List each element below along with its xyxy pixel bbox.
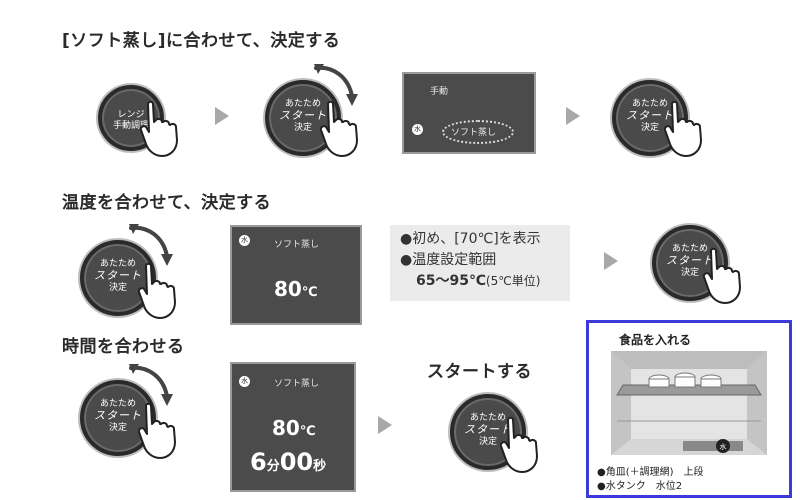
option-label: ソフト蒸し [451,128,497,138]
pressing-hand-icon [138,262,176,319]
pressing-hand-icon [703,247,741,304]
steam-icon: 水 [239,235,250,246]
display-panel-temperature: 水 ソフト蒸し 80℃ [230,225,362,325]
knob-middle-label: スタート [464,422,512,436]
knob-top-label: あたため [99,398,136,409]
knob-middle-label: スタート [626,108,674,122]
knob-top-label: あたため [284,98,321,109]
temperature-value: 80℃ [272,416,316,440]
pressing-hand-icon [500,416,538,473]
knob-middle-label: スタート [94,268,142,282]
knob-middle-label: スタート [94,408,142,422]
knob-bottom-label: 決定 [478,437,497,448]
food-placement-box: 食品を入れる 水 ●角皿(＋調理網) 上段 ●水タンク 水位2 [586,320,792,498]
step4-heading: スタートする [427,362,532,382]
knob-bottom-label: 決定 [640,123,659,134]
knob-top-label: あたため [671,243,708,254]
note-range-title: ●温度設定範囲 [400,252,497,268]
steam-icon: 水 [412,124,423,135]
arrow-right-icon [378,416,392,434]
knob-label-line2: 手動調理 [112,120,149,131]
step2-heading: 温度を合わせて、決定する [62,193,272,213]
time-value: 6分00秒 [250,448,327,476]
knob-top-label: あたため [631,98,668,109]
arrow-right-icon [604,252,618,270]
knob-bottom-label: 決定 [680,268,699,279]
food-title: 食品を入れる [619,333,692,347]
knob-middle-label: スタート [279,108,327,122]
temperature-value: 80℃ [274,277,318,301]
knob-middle-label: スタート [666,253,714,267]
step1-heading: [ソフト蒸し]に合わせて、決定する [62,31,341,51]
steam-icon: 水 [239,376,250,387]
temperature-notes: ●初め、[70℃]を表示 ●温度設定範囲 65〜95℃(5℃単位) [390,225,570,301]
step3-heading: 時間を合わせる [62,337,185,357]
arrow-right-icon [566,107,580,125]
selection-highlight [442,120,514,144]
rotate-arrow-icon [129,224,173,266]
note-range-value: 65〜95℃(5℃単位) [416,273,541,289]
food-note-tray: ●角皿(＋調理網) 上段 [597,467,704,478]
knob-label-line1: レンジ [117,109,145,120]
rotate-arrow-icon [314,64,358,106]
oven-interior-illustration: 水 [611,351,767,455]
rotate-arrow-icon [129,364,173,406]
svg-text:水: 水 [720,442,727,451]
pressing-hand-icon [664,100,702,157]
pressing-hand-icon [320,100,358,157]
panel-mode-label: ソフト蒸し [274,240,320,250]
pressing-hand-icon [138,402,176,459]
knob-top-label: あたため [469,412,506,423]
display-panel-mode: 手動 水 ソフト蒸し [402,72,536,154]
food-note-water: ●水タンク 水位2 [597,481,683,492]
time-dial[interactable]: あたため スタート 決定 [80,380,156,456]
display-panel-time: 水 ソフト蒸し 80℃ 6分00秒 [230,362,356,492]
note-initial: ●初め、[70℃]を表示 [400,231,541,247]
knob-top-label: あたため [99,258,136,269]
pressing-hand-icon [140,100,178,157]
knob-bottom-label: 決定 [293,123,312,134]
knob-bottom-label: 決定 [108,423,127,434]
arrow-right-icon [215,107,229,125]
temperature-dial[interactable]: あたため スタート 決定 [80,240,156,316]
panel-mode-label: ソフト蒸し [274,379,320,389]
mode-label: 手動 [430,87,449,97]
knob-bottom-label: 決定 [108,283,127,294]
